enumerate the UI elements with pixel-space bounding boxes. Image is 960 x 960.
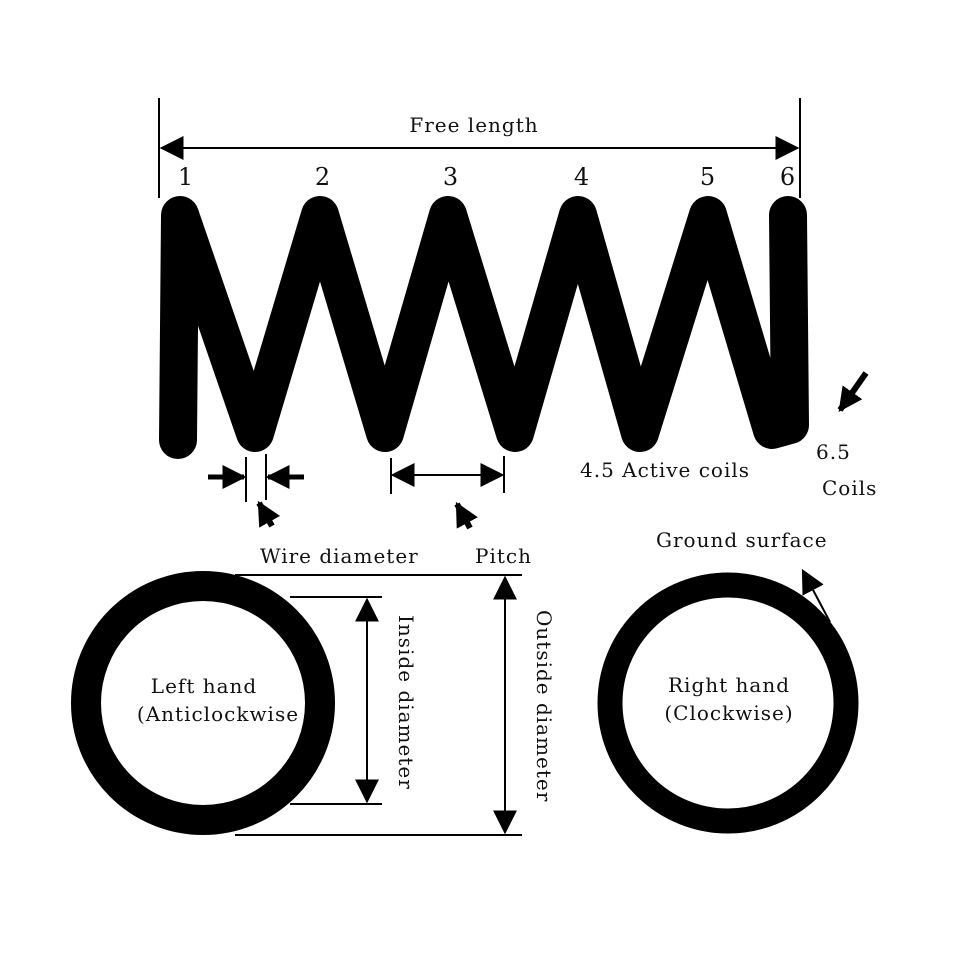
pointer-arrow-icon xyxy=(256,500,281,528)
coil-number: 1 xyxy=(178,163,194,191)
free-length-label: Free length xyxy=(409,113,538,137)
wire-diameter-label: Wire diameter xyxy=(260,544,419,568)
inside-diameter-label: Inside diameter xyxy=(394,615,418,790)
active-coils-label: 4.5 Active coils xyxy=(580,458,750,482)
coil-number: 2 xyxy=(315,163,331,191)
spring-side-view xyxy=(159,196,809,459)
coil-numbers: 1 2 3 4 5 6 xyxy=(178,163,796,191)
coil-number: 4 xyxy=(574,163,590,191)
right-hand-coil: Right hand (Clockwise) xyxy=(597,572,859,834)
outside-diameter-label: Outside diameter xyxy=(532,610,556,802)
right-hand-direction: (Clockwise) xyxy=(664,701,793,725)
total-coils-label: Coils xyxy=(822,476,877,500)
ground-surface-arrow-icon xyxy=(801,568,831,623)
total-coils-arrow-icon xyxy=(837,371,869,412)
left-hand-direction: (Anticlockwise xyxy=(137,702,299,726)
coil-number: 5 xyxy=(700,163,716,191)
inside-diameter-dimension: Inside diameter xyxy=(290,596,418,805)
total-coils-number: 6.5 xyxy=(816,440,851,464)
right-hand-label: Right hand xyxy=(668,673,790,697)
left-hand-coil: Left hand (Anticlockwise xyxy=(71,571,335,835)
pitch-label: Pitch xyxy=(475,544,532,568)
free-length-dimension: Free length xyxy=(158,98,801,198)
coil-number: 3 xyxy=(443,163,459,191)
pitch-dimension xyxy=(390,456,505,530)
pointer-arrow-icon xyxy=(454,501,478,530)
ground-surface-label: Ground surface xyxy=(656,528,828,552)
coil-number: 6 xyxy=(780,163,796,191)
left-hand-label: Left hand xyxy=(151,674,257,698)
wire-diameter-dimension xyxy=(208,454,304,528)
outside-diameter-dimension: Outside diameter xyxy=(235,574,556,836)
